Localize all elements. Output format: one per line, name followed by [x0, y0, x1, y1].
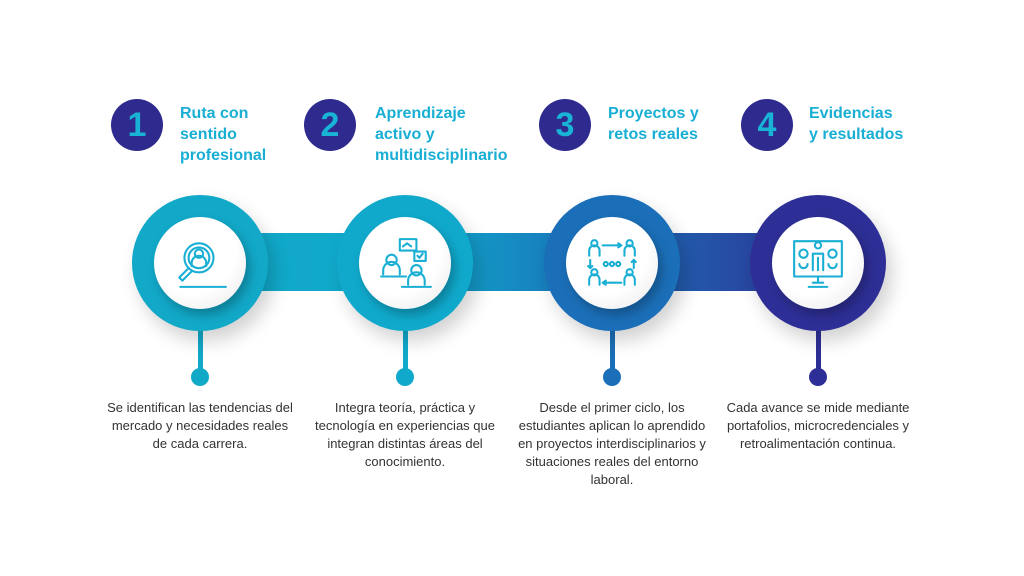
step-description: Cada avance se mide mediante portafolios… [726, 400, 910, 451]
team-cycle-icon [587, 239, 637, 286]
step-number-badge: 3 [539, 99, 591, 151]
step-title-line: Aprendizaje [375, 105, 466, 122]
step-title: Proyectos y retos reales [608, 103, 699, 145]
step-icon-holder [154, 217, 246, 309]
step-number-badge: 1 [111, 99, 163, 151]
step-stem [403, 320, 408, 372]
people-discussion-icon [380, 238, 432, 288]
step-title-line: multidisciplinario [375, 147, 508, 164]
step-icon-holder [566, 217, 658, 309]
step-title-line: activo y [375, 126, 435, 143]
step-title: Aprendizaje activo y multidisciplinario [375, 103, 507, 166]
step-title-line: profesional [180, 147, 267, 164]
step-number: 3 [555, 105, 575, 144]
monitor-presentation-icon [793, 240, 843, 288]
step-circle [132, 195, 268, 331]
step-title-line: Ruta con [180, 105, 249, 122]
step-number: 2 [320, 105, 340, 144]
step-title-line: y resultados [809, 126, 904, 143]
step-number: 4 [757, 105, 777, 144]
step-title: Ruta con sentido profesional [180, 103, 266, 166]
step-description: Se identifican las tendencias del mercad… [107, 400, 293, 451]
step-icon-holder [359, 217, 451, 309]
step-number-badge: 2 [304, 99, 356, 151]
step-title-line: Evidencias [809, 105, 893, 122]
step-number: 1 [127, 105, 147, 144]
step-number-badge: 4 [741, 99, 793, 151]
step-circle [337, 195, 473, 331]
step-stem [198, 320, 203, 372]
magnifier-person-icon [178, 242, 227, 288]
step-circle [750, 195, 886, 331]
step-title: Evidencias y resultados [809, 103, 903, 145]
timeline-connector [200, 233, 818, 291]
step-title-line: sentido [180, 126, 237, 143]
step-title-line: retos reales [608, 126, 698, 143]
step-icon-holder [772, 217, 864, 309]
step-description: Desde el primer ciclo, los estudiantes a… [518, 400, 706, 487]
step-title-line: Proyectos y [608, 105, 699, 122]
step-stem [610, 320, 615, 372]
step-description: Integra teoría, práctica y tecnología en… [315, 400, 495, 469]
step-stem [816, 320, 821, 372]
step-circle [544, 195, 680, 331]
step-dot [809, 368, 827, 386]
step-dot [191, 368, 209, 386]
step-dot [603, 368, 621, 386]
step-dot [396, 368, 414, 386]
